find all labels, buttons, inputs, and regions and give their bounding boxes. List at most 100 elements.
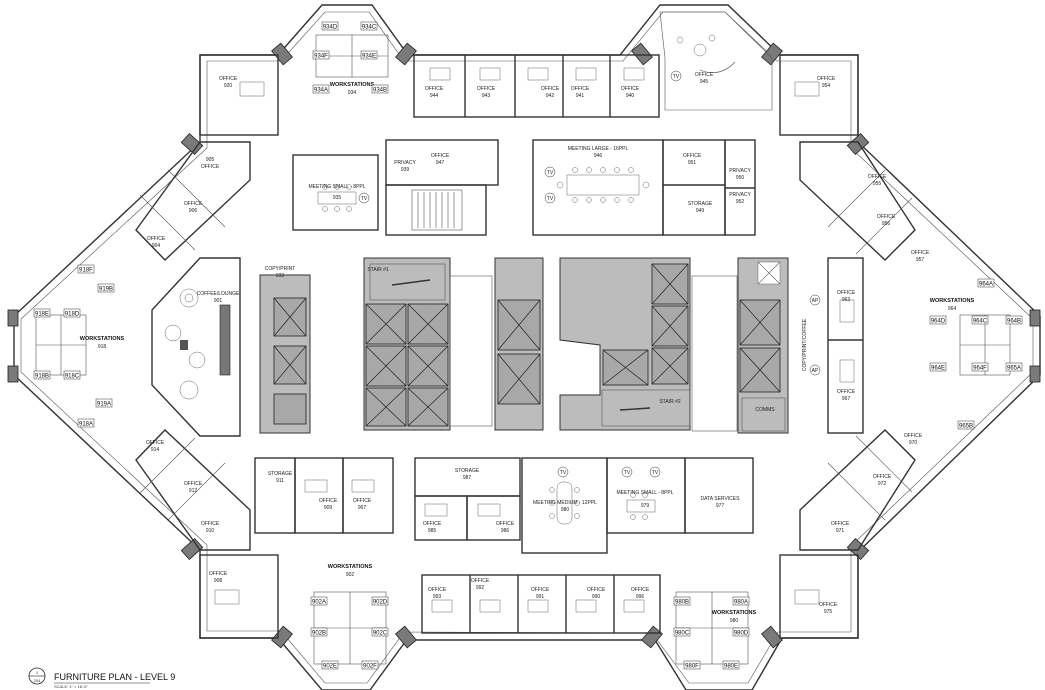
room-name-office-920: OFFICE: [219, 76, 238, 82]
room-name-office-991: OFFICE: [531, 587, 550, 593]
ws-tag-964F: 964F: [973, 366, 987, 372]
room-name-office-940: OFFICE: [621, 86, 640, 92]
room-number-914: 914: [151, 447, 160, 453]
room-number-943: 943: [482, 93, 491, 99]
room-number-918: 918: [98, 344, 107, 350]
room-number-977: 977: [716, 503, 725, 509]
room-name-office-912: OFFICE: [184, 481, 203, 487]
room-number-946: 946: [594, 153, 603, 159]
detail-marker-sheet: 204: [34, 678, 41, 683]
ws-tag-918E: 918E: [35, 312, 49, 318]
ws-tag-918F: 918F: [79, 268, 93, 274]
room-number-945: 945: [700, 79, 709, 85]
room-number-910: 910: [206, 528, 215, 534]
room-number-911: 911: [276, 478, 284, 484]
tv-tag: TV: [547, 196, 554, 202]
room-name-office-904: OFFICE: [147, 236, 166, 242]
room-name-office-972: OFFICE: [873, 474, 892, 480]
room-number-985: 985: [428, 528, 437, 534]
ws-tag-964D: 964D: [931, 319, 946, 325]
ap-tag: AP: [812, 298, 819, 304]
ws-tag-980C: 980C: [675, 631, 690, 637]
ws-tag-902B: 902B: [312, 631, 326, 637]
room-number-957: 957: [916, 257, 925, 263]
room-number-935: 935: [333, 195, 342, 201]
ws-tag-902C: 902C: [373, 631, 388, 637]
room-name-office-943: OFFICE: [477, 86, 496, 92]
room-name-office-985: OFFICE: [423, 521, 442, 527]
room-name-office-971: OFFICE: [831, 521, 850, 527]
tv-tag: TV: [560, 470, 567, 476]
ws-tag-902F: 902F: [363, 664, 377, 670]
room-name-office-951: OFFICE: [683, 153, 702, 159]
room-number-902: 902: [346, 572, 355, 578]
room-name-office-910: OFFICE: [201, 521, 220, 527]
ws-tag-918A: 918A: [79, 422, 93, 428]
drawing-scale: SCALE: 1" = 16'-0": [54, 684, 88, 689]
room-name-office-945: OFFICE: [695, 72, 714, 78]
room-number-951: 951: [688, 160, 697, 166]
room-number-934: 934: [348, 90, 357, 96]
room-name-workstations-918: WORKSTATIONS: [80, 336, 125, 342]
room-number-952: 952: [736, 199, 745, 205]
room-name-office-963: OFFICE: [837, 290, 856, 296]
tv-tag: TV: [361, 196, 368, 202]
room-number-956: 956: [882, 221, 891, 227]
room-number-939: 939: [401, 167, 410, 173]
room-name-office-914: OFFICE: [146, 440, 165, 446]
room-number-906: 906: [189, 208, 198, 214]
room-name-stair-1: STAIR #1: [367, 267, 389, 273]
room-number-986: 986: [501, 528, 510, 534]
room-name-storage-949: STORAGE: [688, 201, 713, 207]
room-name-office-996: OFFICE: [631, 587, 650, 593]
ws-tag-919B: 919B: [99, 287, 113, 293]
room-labels: OFFICE 920 OFFICE 954 905 OFFICE OFFICE …: [80, 72, 975, 624]
room-name-office-906: OFFICE: [184, 201, 203, 207]
room-number-954: 954: [822, 83, 831, 89]
ws-tag-964E: 964E: [931, 366, 945, 372]
room-name-office-907: OFFICE: [353, 498, 372, 504]
room-name-meeting-small-935: MEETING SMALL - 8PPL: [308, 184, 365, 190]
stair-graphics: [411, 189, 463, 231]
room-name-stair-2: STAIR #2: [659, 399, 681, 405]
room-name-meeting-medium-980: MEETING MEDIUM - 12PPL: [533, 500, 597, 506]
detail-marker-number: 1: [36, 670, 39, 675]
room-name-office-909: OFFICE: [319, 498, 338, 504]
room-number-909: 909: [324, 505, 333, 511]
drawing-title-block: 1 204 FURNITURE PLAN - LEVEL 9 SCALE: 1"…: [28, 667, 175, 689]
room-number-912: 912: [189, 488, 198, 494]
ws-tag-934C: 934C: [362, 25, 377, 31]
room-name-office-947: OFFICE: [431, 153, 450, 159]
room-number-904: 904: [152, 243, 161, 249]
ws-tag-980B: 980B: [675, 600, 689, 606]
workstation-tags: 934F 934E 934D 934C 934A 934B 918F 919B …: [33, 21, 1023, 670]
ws-tag-964A: 964A: [979, 282, 993, 288]
room-name-office-975: OFFICE: [819, 602, 838, 608]
ws-tag-980A: 980A: [734, 600, 748, 606]
room-name-office-941: OFFICE: [571, 86, 590, 92]
room-name-workstations-902: WORKSTATIONS: [328, 564, 373, 570]
ws-tag-918D: 918D: [65, 312, 80, 318]
room-name-workstations-980: WORKSTATIONS: [712, 610, 757, 616]
ap-tag: AP: [812, 368, 819, 374]
room-name-workstations-934: WORKSTATIONS: [330, 82, 375, 88]
ws-tag-934B: 934B: [373, 88, 387, 94]
room-number-970: 970: [909, 440, 918, 446]
room-number-991: 991: [536, 594, 545, 600]
tv-tag: TV: [624, 470, 631, 476]
room-name-meeting-large-946: MEETING LARGE - 16PPL: [568, 146, 629, 152]
room-number-908: 908: [214, 578, 223, 584]
room-number-941: 941: [576, 93, 585, 99]
room-number-980-meeting: 980: [561, 507, 570, 513]
room-number-979: 979: [641, 503, 650, 509]
room-number-993: 993: [433, 594, 442, 600]
room-partitions: [135, 11, 916, 639]
room-number-972: 972: [878, 481, 887, 487]
room-number-942: 942: [546, 93, 555, 99]
room-number-901: 901: [214, 298, 223, 304]
ws-tag-934F: 934F: [314, 54, 328, 60]
room-name-workstations-964: WORKSTATIONS: [930, 298, 975, 304]
room-number-980: 980: [730, 618, 739, 624]
room-name-coffee-lounge-901: COFFEE/LOUNGE: [197, 291, 240, 297]
